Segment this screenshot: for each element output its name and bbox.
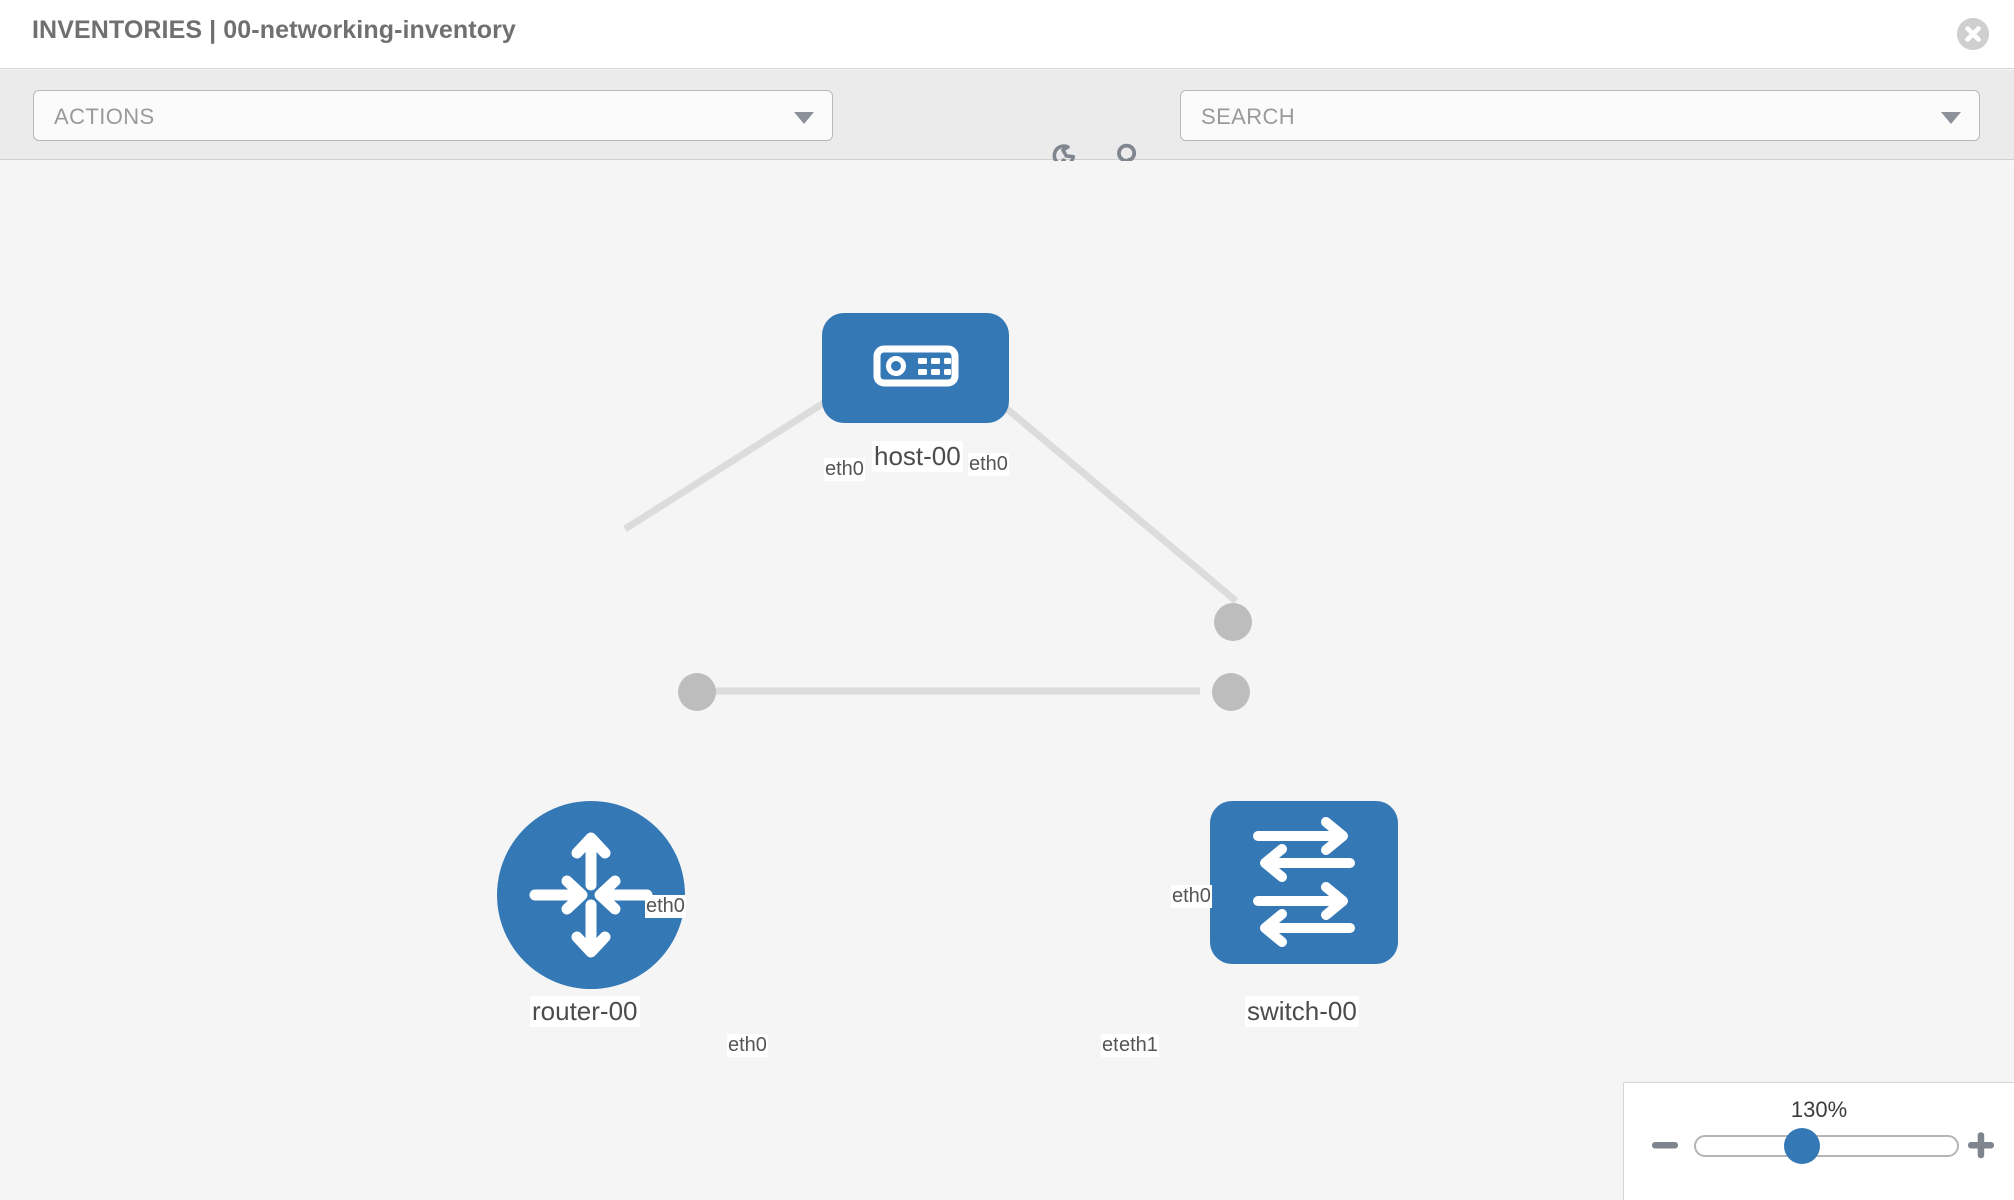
- search-input[interactable]: SEARCH: [1180, 90, 1980, 141]
- close-icon[interactable]: [1957, 18, 1989, 50]
- toolbar: ACTIONS SEARC: [0, 70, 2014, 179]
- connector-dot: [1212, 673, 1250, 711]
- port-label-switch-left: eth1: [1118, 1034, 1159, 1057]
- connector-dot: [678, 673, 716, 711]
- port-label-switch-upper: eth0: [1171, 885, 1212, 908]
- topology-node-label-host: host-00: [872, 441, 963, 472]
- page-header: INVENTORIES | 00-networking-inventory: [0, 0, 2014, 69]
- port-label-router-right: eth0: [727, 1034, 768, 1057]
- zoom-slider-thumb[interactable]: [1784, 1128, 1820, 1164]
- port-label-router-upper: eth0: [645, 895, 686, 918]
- topology-node-label-router: router-00: [530, 996, 640, 1027]
- search-placeholder: SEARCH: [1201, 104, 1296, 129]
- chevron-down-icon: [794, 112, 814, 124]
- chevron-down-icon: [1941, 112, 1961, 124]
- plus-icon[interactable]: [1964, 1128, 1998, 1162]
- zoom-control-panel: 130%: [1623, 1082, 2014, 1200]
- actions-dropdown-label: ACTIONS: [54, 104, 155, 129]
- topology-node-host[interactable]: [822, 313, 1009, 423]
- minus-icon[interactable]: [1648, 1128, 1682, 1162]
- actions-dropdown[interactable]: ACTIONS: [33, 90, 833, 141]
- topology-canvas[interactable]: host-00 eth0 eth0: [0, 161, 2014, 1200]
- server-icon: [873, 345, 959, 387]
- topology-node-switch[interactable]: [1210, 801, 1398, 964]
- port-label-host-left: eth0: [824, 458, 865, 481]
- connector-dot: [1214, 603, 1252, 641]
- zoom-slider[interactable]: [1694, 1135, 1959, 1157]
- topology-node-router[interactable]: [497, 801, 685, 989]
- port-label-host-right: eth0: [968, 453, 1009, 476]
- host-node-shape[interactable]: [822, 313, 1009, 423]
- zoom-level-value: 130%: [1790, 1097, 1848, 1122]
- switch-arrows-icon: [1253, 817, 1355, 947]
- switch-node-shape[interactable]: [1210, 801, 1398, 964]
- router-arrows-icon: [529, 832, 653, 958]
- topology-node-label-switch: switch-00: [1245, 996, 1359, 1027]
- page-title: INVENTORIES | 00-networking-inventory: [32, 16, 516, 44]
